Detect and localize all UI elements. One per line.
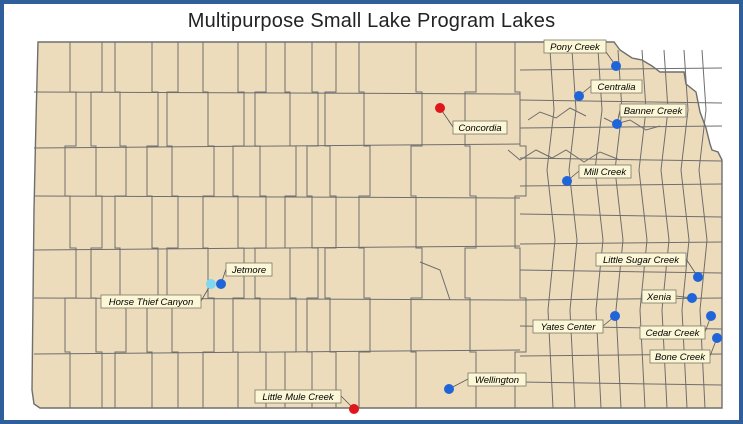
lake-label: Yates Center bbox=[541, 322, 597, 333]
label-box bbox=[641, 289, 677, 304]
lake-label: Concordia bbox=[458, 123, 501, 134]
lake-marker-wellington[interactable]: Wellington bbox=[448, 372, 527, 390]
lake-label: Pony Creek bbox=[550, 42, 601, 53]
lake-marker-cedar-creek[interactable]: Cedar Creek bbox=[639, 315, 712, 340]
lake-dot-wellington[interactable] bbox=[444, 384, 454, 394]
label-box bbox=[452, 120, 508, 135]
lake-label: Bone Creek bbox=[655, 352, 706, 363]
label-box bbox=[649, 349, 711, 364]
lake-label: Cedar Creek bbox=[646, 328, 701, 339]
lake-marker-concordia[interactable]: Concordia bbox=[439, 107, 508, 135]
lake-label: Wellington bbox=[475, 375, 519, 386]
lake-label: Banner Creek bbox=[624, 106, 684, 117]
label-box bbox=[532, 319, 604, 334]
lake-dot-centralia[interactable] bbox=[574, 91, 584, 101]
lake-marker-mill-creek[interactable]: Mill Creek bbox=[566, 164, 632, 182]
lake-marker-little-sugar-creek[interactable]: Little Sugar Creek bbox=[595, 252, 699, 278]
lake-marker-yates-center[interactable]: Yates Center bbox=[532, 315, 616, 334]
lake-label: Jetmore bbox=[231, 265, 266, 276]
lake-label: Mill Creek bbox=[584, 167, 627, 178]
lake-marker-banner-creek[interactable]: Banner Creek bbox=[616, 103, 687, 125]
lake-dot-yates-center[interactable] bbox=[610, 311, 620, 321]
lake-label: Little Mule Creek bbox=[262, 392, 335, 403]
lake-marker-pony-creek[interactable]: Pony Creek bbox=[543, 39, 617, 67]
lake-label: Xenia bbox=[646, 292, 671, 303]
lake-dot-little-mule-creek[interactable] bbox=[349, 404, 359, 414]
lake-label: Horse Thief Canyon bbox=[109, 297, 193, 308]
lake-label: Centralia bbox=[597, 82, 635, 93]
label-box bbox=[254, 389, 342, 404]
state-outline bbox=[31, 41, 723, 409]
map-title: Multipurpose Small Lake Program Lakes bbox=[187, 10, 556, 32]
lake-marker-centralia[interactable]: Centralia bbox=[578, 79, 643, 97]
lake-marker-horse-thief-canyon[interactable]: Horse Thief Canyon bbox=[100, 283, 212, 309]
lake-dot-little-sugar-creek[interactable] bbox=[693, 272, 703, 282]
label-box bbox=[543, 39, 607, 54]
label-box bbox=[590, 79, 643, 94]
label-box bbox=[225, 262, 273, 277]
label-box bbox=[100, 294, 202, 309]
lake-dot-cedar-creek[interactable] bbox=[706, 311, 716, 321]
lake-dot-banner-creek[interactable] bbox=[612, 119, 622, 129]
lake-dot-bone-creek[interactable] bbox=[712, 333, 722, 343]
label-box bbox=[639, 325, 706, 340]
lake-label: Little Sugar Creek bbox=[603, 255, 680, 266]
lake-dot-horse-thief-canyon[interactable] bbox=[206, 279, 216, 289]
label-box bbox=[595, 252, 687, 267]
lake-dot-pony-creek[interactable] bbox=[611, 61, 621, 71]
lake-dot-xenia[interactable] bbox=[687, 293, 697, 303]
label-box bbox=[578, 164, 632, 179]
label-box bbox=[619, 103, 687, 118]
lake-dot-jetmore[interactable] bbox=[216, 279, 226, 289]
lake-dot-mill-creek[interactable] bbox=[562, 176, 572, 186]
label-box bbox=[467, 372, 527, 387]
lake-marker-xenia[interactable]: Xenia bbox=[641, 289, 693, 304]
lake-dot-concordia[interactable] bbox=[435, 103, 445, 113]
